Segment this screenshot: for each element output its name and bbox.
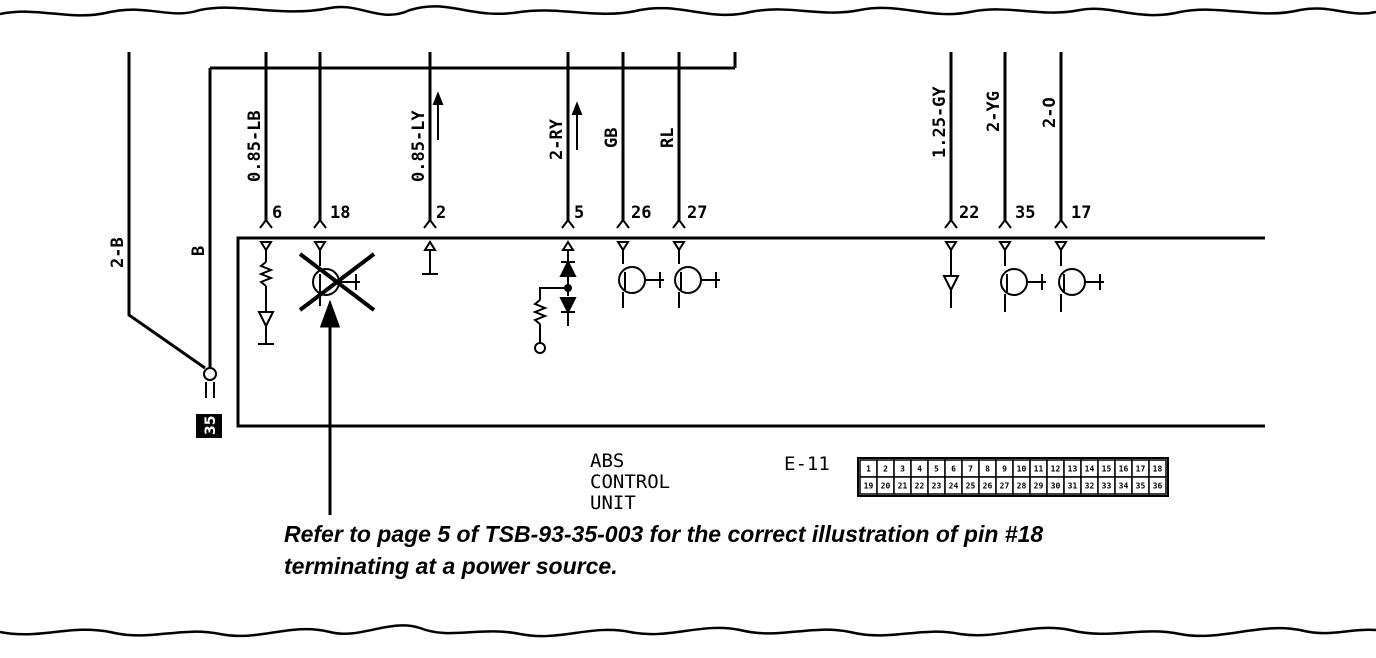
pin5-diode-circuit <box>532 240 577 354</box>
ground-badge <box>196 414 222 438</box>
connector-cell-number: 8 <box>985 465 990 474</box>
pin6-resistor-circuit <box>257 241 275 345</box>
top-torn-edge <box>0 5 1376 17</box>
control-unit-outline <box>236 236 1265 428</box>
wire-label-ground-right: B <box>189 246 209 256</box>
connector-cell-number: 35 <box>1136 482 1146 491</box>
pin-number-26: 26 <box>631 203 651 223</box>
wire-label-pin17: 2-O <box>1040 97 1060 128</box>
connector-cell-number: 2 <box>883 465 888 474</box>
connector-cell-number: 33 <box>1102 482 1112 491</box>
tsb-note: Refer to page 5 of TSB-93-35-003 for the… <box>284 521 1044 579</box>
connector-cell-number: 17 <box>1136 465 1146 474</box>
pin17-transistor <box>1054 241 1104 312</box>
connector-cell-number: 21 <box>898 482 908 491</box>
ground-symbol <box>203 367 217 398</box>
connector-cell-number: 30 <box>1051 482 1061 491</box>
connector-cell-number: 32 <box>1085 482 1095 491</box>
wire-label-pin22: 1.25-GY <box>930 86 950 158</box>
ground-wires <box>127 52 737 370</box>
flow-arrows <box>432 91 583 150</box>
connector-cell-number: 22 <box>915 482 925 491</box>
pin2-input-circuit <box>422 240 438 275</box>
pin-number-22: 22 <box>959 203 979 223</box>
connector-cell-number: 5 <box>934 465 939 474</box>
wire-label-ground-left: 2-B <box>108 237 128 268</box>
unit-label-line1: ABS <box>590 450 624 472</box>
connector-cell-number: 11 <box>1034 465 1044 474</box>
unit-label-line2: CONTROL <box>590 471 670 493</box>
connector-cell-number: 9 <box>1002 465 1007 474</box>
pin-number-6: 6 <box>272 203 282 223</box>
pin-number-35: 35 <box>1015 203 1035 223</box>
connector-cell-number: 23 <box>932 482 942 491</box>
connector-cell-number: 18 <box>1153 465 1163 474</box>
connector-cell <box>1148 476 1167 495</box>
pin27-transistor <box>672 241 720 308</box>
connector-cell-number: 27 <box>1000 482 1010 491</box>
pin-number-2: 2 <box>436 203 446 223</box>
callout-arrow <box>319 299 341 515</box>
connector-cell-number: 29 <box>1034 482 1044 491</box>
connector-cell-number: 20 <box>881 482 891 491</box>
pin-number-18: 18 <box>330 203 350 223</box>
connector-cell-number: 19 <box>864 482 874 491</box>
connector-id: E-11 <box>784 453 830 475</box>
connector-cell-number: 25 <box>966 482 976 491</box>
pin22-diode-circuit <box>942 241 960 308</box>
connector-cell-number: 28 <box>1017 482 1027 491</box>
connector-cell-number: 1 <box>866 465 871 474</box>
ground-number: 35 <box>203 416 219 435</box>
pin-number-5: 5 <box>574 203 584 223</box>
wire-label-pin6: 0.85-LB <box>245 110 265 182</box>
connector-cell-number: 14 <box>1085 465 1095 474</box>
connector-cell-number: 36 <box>1153 482 1163 491</box>
connector-cell-number: 34 <box>1119 482 1129 491</box>
connector-cell-number: 10 <box>1017 465 1027 474</box>
pin-wires <box>264 52 1063 222</box>
connector-outline <box>857 457 1169 497</box>
connector-cell-number: 7 <box>968 465 973 474</box>
wire-label-pin35: 2-YG <box>984 91 1004 132</box>
connector-cell-number: 12 <box>1051 465 1061 474</box>
pin26-transistor <box>616 241 664 308</box>
connector-cell-number: 31 <box>1068 482 1078 491</box>
wire-label-pin5: 2-RY <box>547 118 567 160</box>
connector-cell-number: 13 <box>1068 465 1078 474</box>
pin-number-27: 27 <box>687 203 707 223</box>
pin35-transistor <box>998 241 1046 312</box>
connector-cell-number: 4 <box>917 465 922 474</box>
pin-number-17: 17 <box>1071 203 1091 223</box>
bottom-torn-edge <box>0 624 1376 638</box>
wire-label-pin2: 0.85-LY <box>409 110 429 182</box>
connector-cell-number: 26 <box>983 482 993 491</box>
connector-cell-number: 6 <box>951 465 956 474</box>
connector-cell-number: 24 <box>949 482 959 491</box>
wire-label-pin26: GB <box>602 128 622 148</box>
pin18-transistor-crossed <box>298 241 376 312</box>
connector-cell-number: 15 <box>1102 465 1112 474</box>
connector-cell-number: 3 <box>900 465 905 474</box>
connector-cell-number: 16 <box>1119 465 1129 474</box>
unit-label-line3: UNIT <box>590 492 636 514</box>
pin-terminals <box>259 218 1068 229</box>
wire-label-pin27: RL <box>658 128 678 148</box>
